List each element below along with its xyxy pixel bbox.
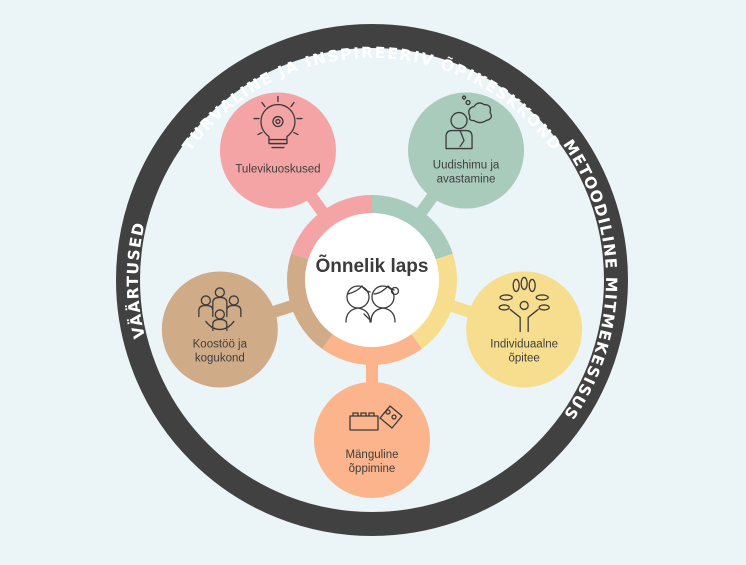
satellite-manguline: Mänguline õppimine (314, 382, 430, 498)
satellite-label: Koostöö ja (193, 338, 248, 350)
satellite-label: Mänguline (345, 449, 398, 461)
satellite-label: õppimine (349, 463, 396, 475)
building-blocks-icon (349, 405, 403, 431)
satellite-circle (466, 271, 583, 388)
satellite-label: Tulevikuoskused (235, 164, 320, 176)
thinking-person-icon (445, 95, 493, 150)
satellite-koostoo: Koostöö ja kogukond (161, 271, 278, 388)
satellite-label: kogukond (195, 352, 245, 364)
satellite-label: õpitee (508, 352, 539, 364)
center-circle (305, 213, 439, 347)
ring-label-left: VÄÄRTUSED (124, 220, 149, 341)
satellite-tulevikuoskused: Tulevikuoskused (219, 92, 336, 209)
group-people-icon (198, 287, 242, 332)
donut-segment-koostoo (287, 253, 334, 349)
satellite-circle (219, 92, 336, 209)
satellite-label: Individuaalne (490, 338, 558, 350)
satellites: Tulevikuoskused Uudishimu ja avastamineInd… (161, 92, 583, 498)
center-title: Õnnelik laps (316, 255, 429, 277)
children-icon (345, 285, 400, 323)
ring-label-right: METOODILINE MITMEKESISUS (559, 136, 620, 423)
satellite-individuaalne: Individuaalne õpitee (466, 271, 583, 388)
satellite-label: Uudishimu ja (433, 160, 500, 172)
growth-tree-icon (498, 276, 550, 333)
lightbulb-gear-icon (253, 95, 303, 149)
satellite-circle (314, 382, 430, 498)
donut-segment-individuaalne (410, 253, 458, 349)
satellite-label: avastamine (437, 174, 496, 186)
satellite-circle (408, 92, 525, 209)
outer-ring (116, 24, 628, 536)
satellite-uudishimu: Uudishimu ja avastamine (408, 92, 525, 209)
